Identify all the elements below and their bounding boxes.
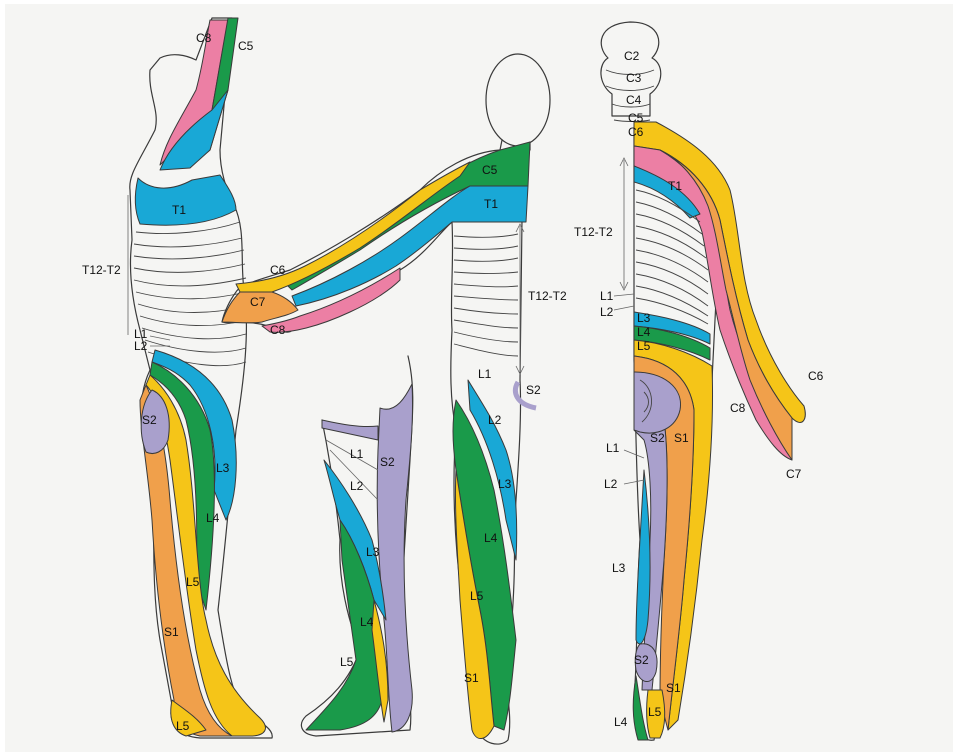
side-label-l4: L4 (206, 511, 220, 525)
front-label-l1: L1 (478, 367, 492, 381)
front-label-l2: L2 (488, 413, 502, 427)
side-l1-pointer (150, 336, 170, 340)
back-label-c2: C2 (624, 49, 640, 63)
front-label-t1: T1 (484, 197, 498, 211)
front-label-l5: L5 (470, 589, 484, 603)
back-label-c5: C5 (628, 111, 644, 125)
leg-label-l4: L4 (360, 615, 374, 629)
front-label-s1: S1 (464, 671, 479, 685)
back-label-l4-band: L4 (637, 325, 651, 339)
side-label-l5: L5 (186, 575, 200, 589)
leg-label-l5: L5 (340, 655, 354, 669)
back-label-l3-band: L3 (637, 311, 651, 325)
front-label-l4: L4 (484, 531, 498, 545)
back-label-s2: S2 (650, 431, 665, 445)
back-label-l2: L2 (600, 305, 614, 319)
back-label-l5-band: L5 (637, 339, 651, 353)
back-l1b-pointer (624, 450, 644, 458)
front-label-s2: S2 (526, 383, 541, 397)
side-label-t12t2: T12-T2 (82, 263, 121, 277)
back-l2b-pointer (624, 480, 644, 484)
back-label-l4-foot: L4 (614, 715, 628, 729)
back-label-c4: C4 (626, 93, 642, 107)
back-label-l1-leg: L1 (606, 441, 620, 455)
leg-l2-wedge (322, 420, 378, 440)
front-head-outline (486, 54, 550, 146)
side-thoracic-lines (134, 222, 246, 366)
back-label-t1: T1 (668, 179, 682, 193)
side-t1-region (135, 175, 236, 225)
back-label-s1-foot: S1 (666, 681, 681, 695)
side-label-l2: L2 (134, 339, 148, 353)
back-view-figure: C2 C3 C4 C5 C6 T1 T12-T2 L1 L2 L3 L4 L5 … (574, 22, 824, 740)
back-l1-pointer (614, 294, 634, 296)
leg-label-l3: L3 (366, 545, 380, 559)
front-label-c8: C8 (270, 323, 286, 337)
side-label-c5: C5 (238, 39, 254, 53)
back-label-t12t2: T12-T2 (574, 225, 613, 239)
back-label-c3: C3 (626, 71, 642, 85)
side-view-figure: C8 C5 T1 T12-T2 L1 L2 S2 L3 L4 L5 S1 L5 (82, 18, 272, 738)
back-label-c8-hand: C8 (730, 401, 746, 415)
side-label-t1: T1 (172, 203, 186, 217)
side-label-s2: S2 (142, 413, 157, 427)
front-label-c7: C7 (250, 295, 266, 309)
back-l2-pointer (614, 306, 634, 310)
leg-label-s2: S2 (380, 455, 395, 469)
back-label-c6: C6 (628, 125, 644, 139)
side-label-s1: S1 (164, 625, 179, 639)
bent-leg-figure: L1 S2 L2 L3 L4 L5 (301, 356, 412, 736)
back-label-l5-foot: L5 (648, 705, 662, 719)
back-label-l2-leg: L2 (604, 477, 618, 491)
side-label-l5-foot: L5 (176, 719, 190, 733)
back-label-s1: S1 (674, 431, 689, 445)
leg-label-l1: L1 (350, 447, 364, 461)
front-label-t12t2: T12-T2 (528, 289, 567, 303)
back-label-l1: L1 (600, 289, 614, 303)
front-label-l3: L3 (498, 477, 512, 491)
side-label-c8: C8 (196, 31, 212, 45)
side-label-l3: L3 (216, 461, 230, 475)
back-label-s2-foot: S2 (634, 653, 649, 667)
leg-label-l2: L2 (350, 479, 364, 493)
front-label-c6: C6 (270, 263, 286, 277)
back-label-l3-leg: L3 (612, 561, 626, 575)
back-label-c7-hand: C7 (786, 467, 802, 481)
front-label-c5: C5 (482, 163, 498, 177)
back-label-c6-hand: C6 (808, 369, 824, 383)
front-thoracic-lines (454, 234, 518, 356)
